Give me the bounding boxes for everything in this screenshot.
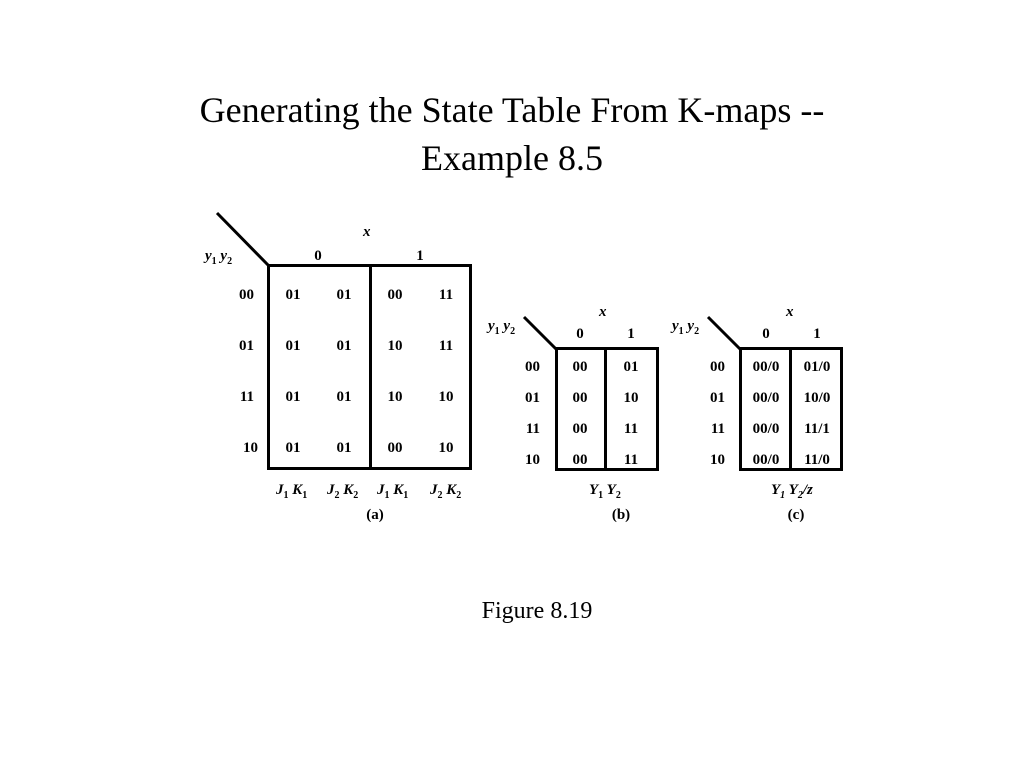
kmap-b-cell: 11 bbox=[623, 452, 639, 468]
kmap-a-cell: 01 bbox=[285, 287, 301, 303]
kmap-b-cell: 00 bbox=[572, 421, 588, 437]
kmap-b-frame bbox=[555, 347, 659, 471]
kmap-b-cell: 00 bbox=[572, 359, 588, 375]
kmap-a-row-label: 00 bbox=[239, 287, 254, 303]
kmap-a-cell: 10 bbox=[387, 389, 403, 405]
kmap-c-caption: (c) bbox=[787, 507, 805, 523]
kmap-a-col-var: x bbox=[363, 224, 371, 240]
figure-caption: Figure 8.19 bbox=[481, 598, 593, 624]
kmap-a-divider bbox=[369, 264, 372, 470]
kmap-a-footer-label: J1 K1 bbox=[377, 482, 409, 501]
kmap-a-caption: (a) bbox=[366, 507, 384, 523]
kmap-a-cell: 00 bbox=[387, 287, 403, 303]
kmap-a-cell: 01 bbox=[285, 338, 301, 354]
kmap-a-cell: 01 bbox=[336, 389, 352, 405]
kmap-b-cell: 01 bbox=[623, 359, 639, 375]
kmap-b-cell: 00 bbox=[572, 390, 588, 406]
kmap-a-cell: 01 bbox=[336, 440, 352, 456]
kmap-c-row-vars: y1 y2 bbox=[672, 318, 700, 337]
kmap-c-col-header-1: 1 bbox=[813, 326, 821, 342]
kmap-b-divider bbox=[604, 347, 607, 471]
page-title-line-1: Generating the State Table From K-maps -… bbox=[199, 90, 825, 130]
kmap-c-cell: 00/0 bbox=[752, 452, 780, 468]
kmap-c-row-label: 01 bbox=[710, 390, 725, 406]
kmap-a-row-label: 11 bbox=[239, 389, 254, 405]
kmap-c-footer-label: Y1 Y2/z bbox=[771, 482, 813, 501]
kmap-b-cell: 10 bbox=[623, 390, 639, 406]
kmap-b-row-label: 01 bbox=[525, 390, 540, 406]
kmap-a-row-label: 10 bbox=[243, 440, 258, 456]
kmap-c-divider bbox=[789, 347, 792, 471]
kmap-b-col-var: x bbox=[599, 304, 607, 320]
kmap-a-cell: 10 bbox=[387, 338, 403, 354]
kmap-a-col-header-0: 0 bbox=[314, 248, 322, 264]
kmap-c-col-var: x bbox=[786, 304, 794, 320]
kmap-b-footer-label: Y1 Y2 bbox=[589, 482, 621, 501]
kmap-c-cell: 01/0 bbox=[803, 359, 831, 375]
kmap-b-row-label: 11 bbox=[525, 421, 540, 437]
kmap-a-footer-label: J2 K2 bbox=[327, 482, 359, 501]
page-title-line-2: Example 8.5 bbox=[421, 138, 603, 178]
kmap-a-footer-label: J2 K2 bbox=[430, 482, 462, 501]
kmap-b-col-header-0: 0 bbox=[576, 326, 584, 342]
kmap-a-row-label: 01 bbox=[239, 338, 254, 354]
kmap-c-cell: 00/0 bbox=[752, 390, 780, 406]
kmap-b-caption: (b) bbox=[611, 507, 631, 523]
kmap-a-row-vars: y1 y2 bbox=[205, 248, 233, 267]
kmap-b-row-label: 10 bbox=[525, 452, 540, 468]
kmap-c-row-label: 11 bbox=[710, 421, 725, 437]
kmap-a-col-header-1: 1 bbox=[416, 248, 424, 264]
kmap-a-cell: 10 bbox=[438, 440, 454, 456]
kmap-c-cell: 00/0 bbox=[752, 421, 780, 437]
kmap-c-cell: 11/0 bbox=[804, 452, 830, 468]
kmap-b-cell: 00 bbox=[572, 452, 588, 468]
kmap-a-cell: 11 bbox=[438, 287, 454, 303]
kmap-a-cell: 10 bbox=[438, 389, 454, 405]
kmap-a-cell: 01 bbox=[336, 287, 352, 303]
kmap-c-row-label: 00 bbox=[710, 359, 725, 375]
kmap-a-cell: 01 bbox=[336, 338, 352, 354]
kmap-b-cell: 11 bbox=[623, 421, 639, 437]
kmap-b-row-label: 00 bbox=[525, 359, 540, 375]
kmap-a-footer-label: J1 K1 bbox=[276, 482, 308, 501]
kmap-b-row-vars: y1 y2 bbox=[488, 318, 516, 337]
kmap-a-cell: 01 bbox=[285, 389, 301, 405]
kmap-a-cell: 01 bbox=[285, 440, 301, 456]
kmap-c-col-header-0: 0 bbox=[762, 326, 770, 342]
kmap-c-row-label: 10 bbox=[710, 452, 725, 468]
kmap-c-cell: 10/0 bbox=[803, 390, 831, 406]
kmap-c-cell: 11/1 bbox=[804, 421, 830, 437]
kmap-a-cell: 11 bbox=[438, 338, 454, 354]
kmap-b-col-header-1: 1 bbox=[627, 326, 635, 342]
kmap-c-cell: 00/0 bbox=[752, 359, 780, 375]
kmap-a-cell: 00 bbox=[387, 440, 403, 456]
